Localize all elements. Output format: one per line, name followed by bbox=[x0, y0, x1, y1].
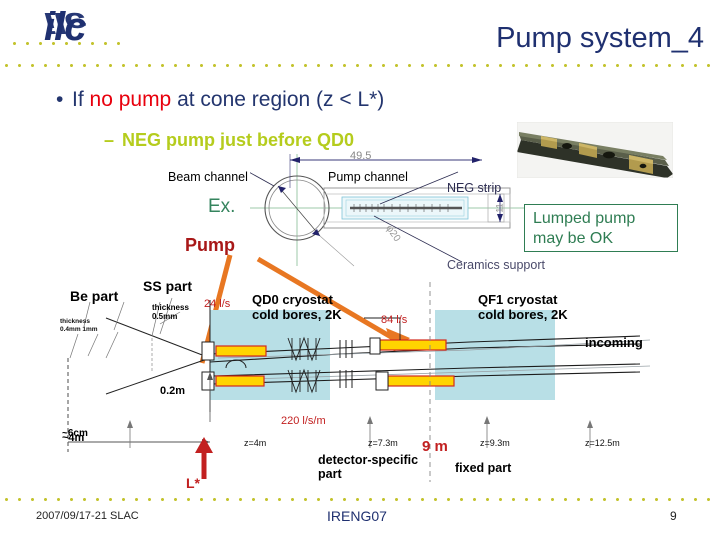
label-neg-strip: NEG strip bbox=[447, 181, 502, 195]
page-title: Pump system_4 bbox=[496, 22, 704, 54]
label-thickness-be-title: thickness bbox=[60, 318, 90, 325]
ilc-logo-text: ilc bbox=[44, 5, 86, 49]
callout-line1: Lumped pump bbox=[533, 210, 636, 227]
bullet-level1: • If no pump at cone region (z < L*) bbox=[56, 88, 384, 112]
bullet-marker: • bbox=[56, 88, 64, 111]
label-fixed-part: fixed part bbox=[455, 461, 512, 475]
label-be-part: Be part bbox=[70, 288, 119, 304]
dimension-4m: ~4m bbox=[62, 432, 85, 444]
z-mark-12-5m: z=12.5m bbox=[585, 438, 620, 448]
footer-conference: IRENG07 bbox=[327, 508, 387, 524]
bullet-level2-label: NEG pump just before QD0 bbox=[122, 130, 355, 150]
l-star-arrow bbox=[195, 437, 213, 479]
label-pumping-speed-84: 84 l/s bbox=[381, 314, 408, 326]
bullet-level1-post: at cone region (z < L*) bbox=[171, 88, 385, 111]
ilc-logo: ilc ilc bbox=[44, 5, 120, 74]
ilc-logo-reflection: ilc bbox=[44, 6, 86, 39]
label-thickness-be: thickness 0.4mm 1mm bbox=[60, 318, 98, 334]
label-pumping-speed-220: 220 l/s/m bbox=[281, 415, 326, 427]
dimension-11: 11 bbox=[494, 203, 505, 213]
footer-page-number: 9 bbox=[670, 509, 677, 523]
label-qf1-cryostat: QF1 cryostat cold bores, 2K bbox=[478, 292, 568, 322]
cad-cross-section-drawing bbox=[250, 154, 530, 267]
label-pumping-speed-24: 24 l/s bbox=[204, 298, 231, 310]
label-detector-specific-part: detector-specific part bbox=[318, 453, 419, 481]
label-l-star: L* bbox=[186, 475, 200, 491]
z-mark-4m: z=4m bbox=[244, 438, 267, 448]
z-mark-9-3m: z=9.3m bbox=[480, 438, 510, 448]
footer-dotted-rule bbox=[0, 498, 720, 501]
label-ceramics-support: Ceramics support bbox=[447, 258, 545, 272]
footer-date-place: 2007/09/17-21 SLAC bbox=[36, 510, 139, 522]
label-beam-channel: Beam channel bbox=[168, 170, 248, 184]
header-dotted-rule bbox=[0, 64, 720, 67]
bullet-dash-marker: – bbox=[104, 130, 115, 150]
label-thickness-be-values: 0.4mm 1mm bbox=[60, 326, 98, 333]
z-mark-7-3m: z=7.3m bbox=[368, 438, 398, 448]
label-incoming-beam: incoming bbox=[585, 335, 643, 350]
bullet-level1-highlight: no pump bbox=[89, 88, 172, 111]
dimension-49-5: 49.5 bbox=[350, 150, 372, 162]
neg-strip-photo bbox=[517, 122, 673, 178]
callout-line2: may be OK bbox=[533, 230, 614, 247]
lumped-pump-callout: Lumped pump may be OK bbox=[524, 204, 678, 252]
label-nine-meters: 9 m bbox=[422, 438, 448, 455]
label-qd0-cryostat: QD0 cryostat cold bores, 2K bbox=[252, 292, 342, 322]
label-thickness-ss: thickness 0.5mm bbox=[152, 303, 189, 321]
label-pump: Pump bbox=[185, 235, 236, 255]
bullet-level1-pre: If bbox=[72, 88, 90, 111]
bullet-level2: –NEG pump just before QD0 bbox=[104, 130, 354, 151]
label-pump-channel: Pump channel bbox=[328, 170, 408, 184]
logo-dotted-rule bbox=[8, 42, 128, 45]
label-ss-part: SS part bbox=[143, 278, 193, 294]
dimension-0-2m: 0.2m bbox=[160, 385, 186, 397]
beamline-schematic bbox=[67, 282, 651, 482]
label-example: Ex. bbox=[208, 196, 236, 217]
callout-text: Lumped pump may be OK bbox=[533, 209, 635, 249]
dimension-6cm: ~6cm bbox=[62, 428, 88, 439]
